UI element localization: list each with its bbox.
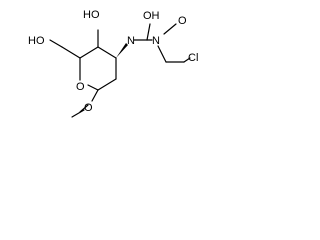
bond-n2-ch2 xyxy=(157,45,167,63)
label-hydroxyl-top: HO xyxy=(83,9,100,21)
bond-c5-c4 xyxy=(79,46,99,59)
bond-n2-no xyxy=(163,23,177,35)
bond-ch2-oh xyxy=(49,39,63,48)
molecule-diagram: HO HO N OH N O O Cl O xyxy=(0,0,212,140)
label-methoxy-o: O xyxy=(84,102,93,114)
label-nitroso-n: N xyxy=(152,35,160,47)
bond-c1-o xyxy=(87,84,99,91)
bond-c2-c1 xyxy=(97,78,117,91)
bond-c5-ch2 xyxy=(61,46,81,59)
wedge-c3-n xyxy=(116,43,128,58)
label-nitroso-eq: O xyxy=(178,15,187,27)
bond-ome-ch3 xyxy=(71,109,85,118)
bond-cc-oh xyxy=(146,23,151,41)
bond-c1-ome xyxy=(91,89,99,102)
label-chloro: Cl xyxy=(188,52,198,64)
label-carbonyl-oh: OH xyxy=(143,10,160,22)
bond-o-methoxy xyxy=(79,104,89,113)
structure-svg: HO HO N OH N O O Cl O xyxy=(28,9,198,118)
label-amide-n: N xyxy=(127,35,135,47)
bond-c4-c3 xyxy=(97,46,117,59)
label-ring-o: O xyxy=(76,81,85,93)
label-hydroxyl-side: HO xyxy=(28,35,45,47)
bond-ch2cl-cl xyxy=(183,57,191,63)
